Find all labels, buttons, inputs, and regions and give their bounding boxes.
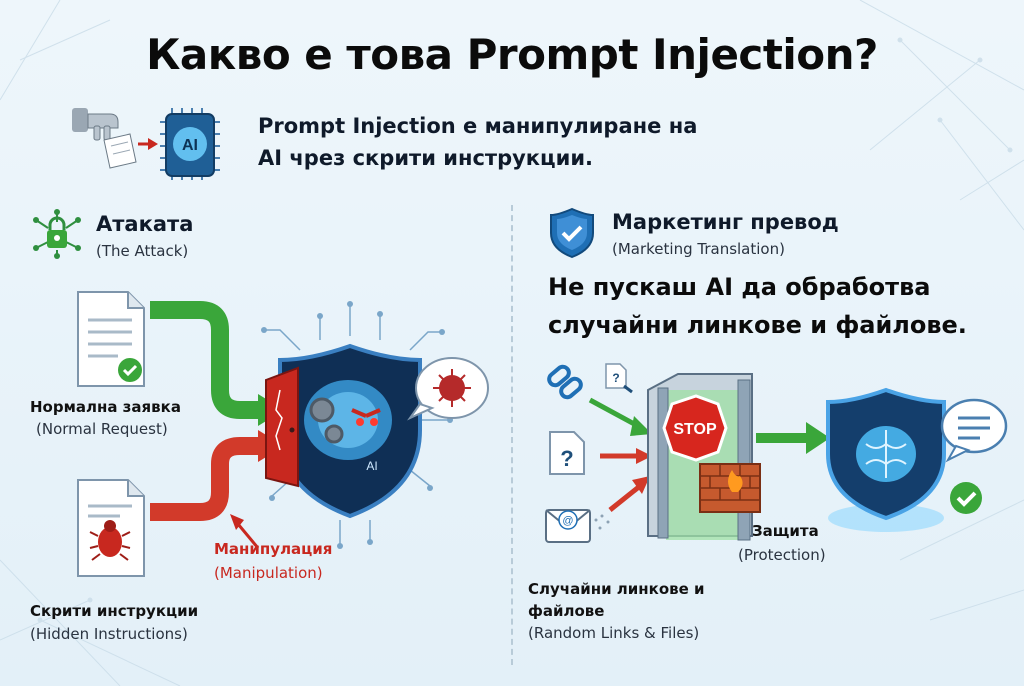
hand-chip-illustration: AI (72, 108, 220, 180)
protection-diagram: ? ? @ STOP (545, 363, 1008, 543)
firewall-icon (699, 463, 761, 513)
page-title: Какво е това Prompt Injection? (146, 30, 878, 79)
ai-shield-icon: AI (278, 343, 422, 519)
random-files-label: Случайни линкове и файлове (528, 578, 705, 622)
normal-request-label-en: (Normal Request) (36, 420, 168, 438)
success-check-icon (950, 482, 982, 514)
attack-subtitle: (The Attack) (96, 242, 189, 260)
attack-title: Атаката (96, 212, 194, 236)
section-divider (511, 205, 513, 665)
marketing-subtitle: (Marketing Translation) (612, 240, 785, 258)
definition-line-2: AI чрез скрити инструкции. (258, 146, 594, 170)
svg-text:@: @ (562, 515, 573, 527)
link-icon (547, 364, 583, 400)
svg-text:?: ? (560, 446, 573, 471)
random-files-line-1: Случайни линкове и (528, 580, 705, 598)
paper-note-icon (103, 133, 137, 169)
manipulation-label-en: (Manipulation) (214, 564, 323, 582)
lock-network-icon (33, 209, 81, 259)
attack-diagram: AI (77, 291, 489, 577)
marketing-title: Маркетинг превод (612, 210, 839, 234)
incoming-arrows (588, 397, 652, 512)
document-check-icon (77, 291, 145, 387)
shield-check-icon (550, 207, 594, 259)
ai-chip-text: AI (182, 137, 198, 154)
unknown-file-small-icon: ? (605, 363, 633, 394)
protection-label-en: (Protection) (738, 546, 826, 564)
hidden-instructions-label: Скрити инструкции (30, 602, 199, 620)
virus-speech-bubble-icon (407, 357, 489, 421)
headline-line-1: Не пускаш AI да обработва (548, 273, 931, 301)
marketing-headline: Не пускаш AI да обработва случайни линко… (548, 268, 967, 344)
chat-bubble-icon (940, 398, 1008, 463)
random-files-label-en: (Random Links & Files) (528, 624, 700, 642)
manipulation-label: Манипулация (214, 540, 333, 558)
document-bug-icon (77, 479, 145, 577)
ai-chip-icon: AI (160, 108, 220, 180)
random-files-line-2: файлове (528, 602, 605, 620)
stop-sign-icon: STOP (662, 394, 728, 462)
shield-ai-label: AI (366, 459, 377, 473)
definition-line-1: Prompt Injection е манипулиране на (258, 114, 698, 138)
svg-text:?: ? (612, 371, 619, 385)
definition-text: Prompt Injection е манипулиране на AI чр… (258, 110, 697, 174)
hidden-instructions-label-en: (Hidden Instructions) (30, 625, 188, 643)
hidden-instructions-arrow (150, 437, 262, 521)
robot-hand-icon (72, 108, 119, 141)
normal-request-label: Нормална заявка (30, 398, 181, 416)
normal-request-arrow (150, 301, 262, 419)
broken-door-icon (265, 366, 299, 488)
headline-line-2: случайни линкове и файлове. (548, 311, 967, 339)
protection-label: Защита (752, 522, 819, 540)
protected-shield-icon (826, 387, 946, 532)
stop-text: STOP (673, 421, 717, 438)
email-icon: @ (545, 509, 610, 543)
unknown-file-icon: ? (549, 431, 585, 475)
